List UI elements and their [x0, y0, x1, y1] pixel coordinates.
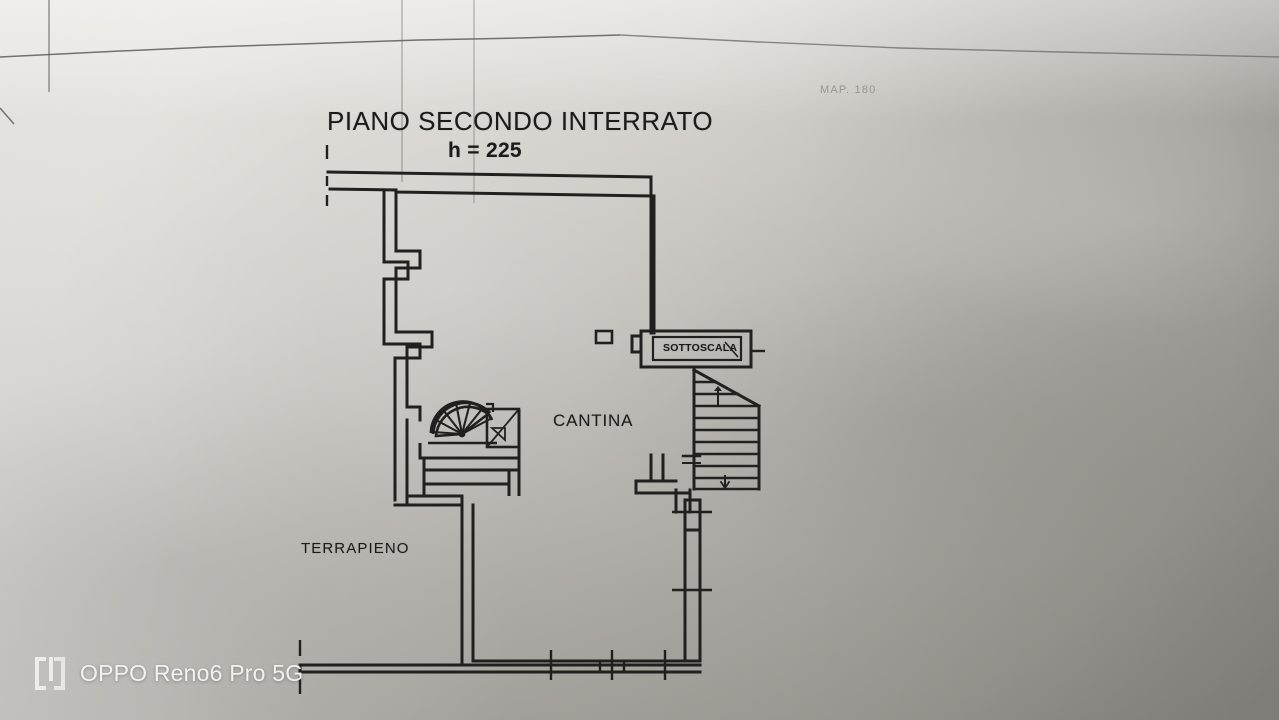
camera-watermark: OPPO Reno6 Pro 5G: [33, 655, 303, 692]
watermark-text: OPPO Reno6 Pro 5G: [80, 660, 304, 686]
sottoscala-room: [630, 329, 765, 369]
wall-section-ticks: [298, 510, 712, 694]
page-title: PIANO SECONDO INTERRATO: [327, 106, 714, 136]
staircase-straight: [681, 367, 762, 491]
paper-sheen: [0, 0, 1279, 120]
column-pillar: [594, 329, 614, 345]
room-label-cantina: CANTINA: [553, 411, 634, 430]
lower-left-block: [418, 409, 521, 496]
height-note: h = 225: [448, 139, 522, 162]
landing-block: [485, 402, 521, 449]
oppo-bracket-logo: [35, 657, 65, 690]
misc-marks: [634, 481, 690, 514]
staircase-spiral: [428, 400, 497, 445]
sheet-edge-lines: [0, 0, 1279, 125]
map-reference-label: MAP. 180: [820, 84, 877, 96]
construction-lines: [401, 0, 475, 203]
room-label-sottoscala: SOTTOSCALA: [663, 342, 738, 354]
room-label-terrapieno: TERRAPIENO: [301, 540, 410, 557]
walls: [298, 170, 702, 674]
